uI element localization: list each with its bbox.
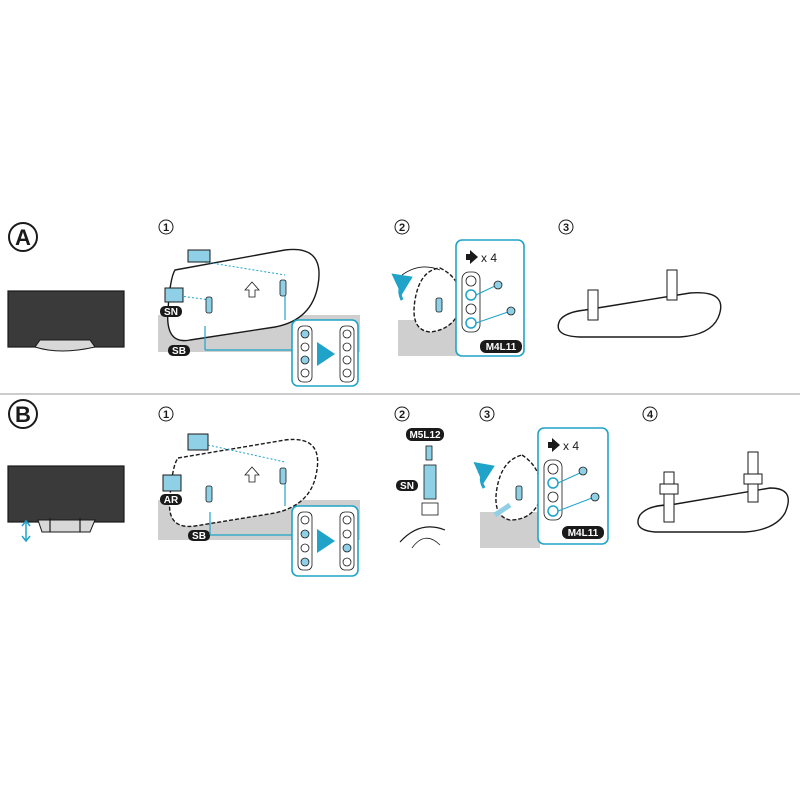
section-b: B 1 AR SB	[7, 399, 789, 577]
step-a3: 3	[557, 219, 722, 338]
step-b4-stand-base	[637, 487, 789, 533]
step-b1-bracket-side	[162, 474, 182, 492]
step-a1-number: 1	[163, 222, 169, 234]
section-b-badge: B	[8, 399, 38, 429]
step-b3: 3 x 4 M4L11	[473, 406, 609, 548]
tag-ar-b1: AR	[164, 495, 179, 506]
step-a1: 1 SN SB	[158, 219, 360, 387]
up-arrow-icon-b1	[244, 466, 260, 483]
step-a3-number: 3	[563, 222, 569, 234]
step-b2-number: 2	[399, 409, 405, 421]
step-a1-bracket-side	[164, 287, 184, 303]
tag-m4l11-a2: M4L11	[486, 342, 517, 353]
long-screw-icon	[425, 445, 433, 461]
tv-b-illustration	[7, 465, 125, 543]
rotate-arrow-icon-b3	[473, 462, 495, 489]
up-arrow-icon	[244, 281, 260, 298]
tag-sn-b2: SN	[400, 481, 414, 492]
step-a1-holes-after	[339, 325, 355, 383]
section-a-letter: A	[15, 225, 31, 250]
step-b1-holes-after	[339, 511, 355, 571]
screw-icon	[466, 250, 478, 264]
step-b3-number: 3	[484, 409, 490, 421]
tag-sn-a1: SN	[164, 307, 178, 318]
tag-m5l12-b2: M5L12	[409, 430, 441, 441]
tv-a-illustration	[7, 290, 125, 352]
step-a2-screw-count: x 4	[481, 251, 497, 265]
step-a3-stand-base	[557, 292, 722, 338]
step-b1-number: 1	[163, 409, 169, 421]
section-a-badge: A	[8, 222, 38, 252]
tag-m4l11-b3: M4L11	[568, 528, 599, 539]
step-b1: 1 AR SB	[158, 406, 360, 577]
section-a: A 1 SN	[7, 219, 722, 387]
screw-icon-b3	[548, 438, 560, 452]
hand-icon	[401, 266, 441, 276]
step-b1-holes-before	[297, 511, 313, 571]
step-a1-bracket-top	[187, 249, 211, 263]
step-b2: 2 M5L12 SN	[394, 406, 446, 549]
section-b-letter: B	[15, 402, 31, 427]
rotate-arrow-icon	[391, 273, 413, 301]
tag-sb-b1: SB	[192, 531, 206, 542]
step-a1-holes-before	[297, 325, 313, 383]
step-b3-screw-count: x 4	[563, 439, 579, 453]
step-b1-bracket-top	[187, 433, 209, 451]
step-a2: 2 x 4 M4L11	[391, 219, 525, 357]
tag-sb-a1: SB	[172, 346, 186, 357]
hand-icon-b2	[411, 537, 441, 549]
step-b4: 4	[637, 406, 789, 533]
step-a2-number: 2	[399, 222, 405, 234]
step-b4-number: 4	[647, 409, 654, 421]
